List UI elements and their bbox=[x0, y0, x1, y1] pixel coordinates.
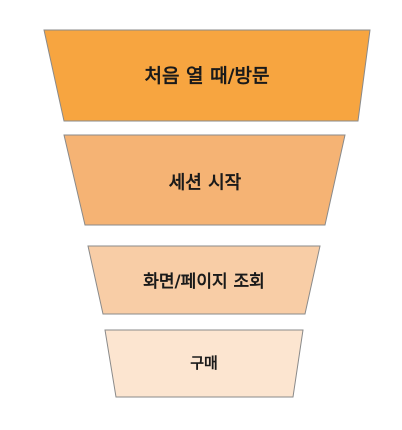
funnel-stage-session-start: 세션 시작 bbox=[63, 134, 346, 226]
funnel-stage-screen-view-shape bbox=[87, 245, 321, 315]
funnel-stage-purchase: 구매 bbox=[104, 329, 304, 398]
funnel-stage-session-start-shape bbox=[63, 134, 346, 226]
funnel-stage-screen-view: 화면/페이지 조회 bbox=[87, 245, 321, 315]
funnel-stage-purchase-label: 구매 bbox=[190, 354, 218, 372]
funnel-stage-visit-label: 처음 열 때/방문 bbox=[144, 65, 269, 87]
funnel-stage-session-start-label: 세션 시작 bbox=[169, 173, 242, 194]
funnel-stage-purchase-shape bbox=[104, 329, 304, 398]
funnel-stage-visit-shape bbox=[43, 29, 371, 122]
funnel-stage-screen-view-label: 화면/페이지 조회 bbox=[143, 272, 265, 292]
funnel-stage-visit: 처음 열 때/방문 bbox=[43, 29, 371, 122]
